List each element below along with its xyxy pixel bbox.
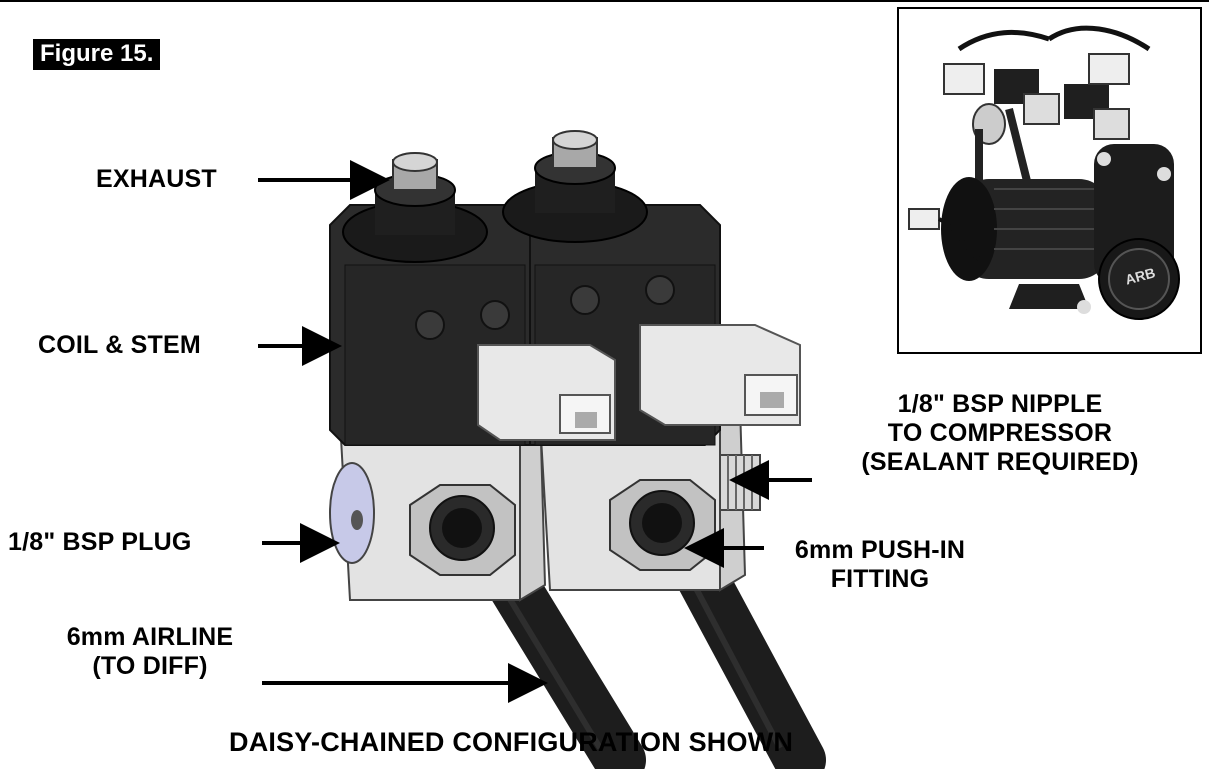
label-nipple-line3: (SEALANT REQUIRED) [861,448,1139,476]
label-airline-line1: 6mm AIRLINE [66,623,234,651]
top-rule [0,0,1209,2]
label-nipple: 1/8" BSP NIPPLE TO COMPRESSOR (SEALANT R… [810,390,1190,477]
label-nipple-line1: 1/8" BSP NIPPLE [897,390,1103,418]
label-bsp-plug: 1/8" BSP PLUG [8,528,192,556]
compressor-inset: ARB [897,7,1202,354]
connector-left [477,344,616,441]
push-in-fitting-right [609,479,716,571]
push-in-fitting-left [409,484,516,576]
figure-caption: DAISY-CHAINED CONFIGURATION SHOWN [229,727,794,757]
label-pushin-line1: 6mm PUSH-IN [794,536,966,564]
label-airline-line2: (TO DIFF) [92,652,208,680]
label-nipple-line2: TO COMPRESSOR [887,419,1113,447]
bsp-nipple [719,454,761,511]
exhaust-cap-right [502,130,648,243]
figure-label: Figure 15. [33,39,161,70]
exhaust-cap-left [342,152,488,263]
label-pushin: 6mm PUSH-IN FITTING [760,536,1000,594]
compressor-illustration [908,25,1180,320]
label-pushin-line2: FITTING [830,565,930,593]
bsp-plug [329,462,375,564]
connector-right [639,324,801,426]
label-exhaust: EXHAUST [96,165,217,193]
label-airline: 6mm AIRLINE (TO DIFF) [40,623,260,681]
label-coil-stem: COIL & STEM [38,331,201,359]
